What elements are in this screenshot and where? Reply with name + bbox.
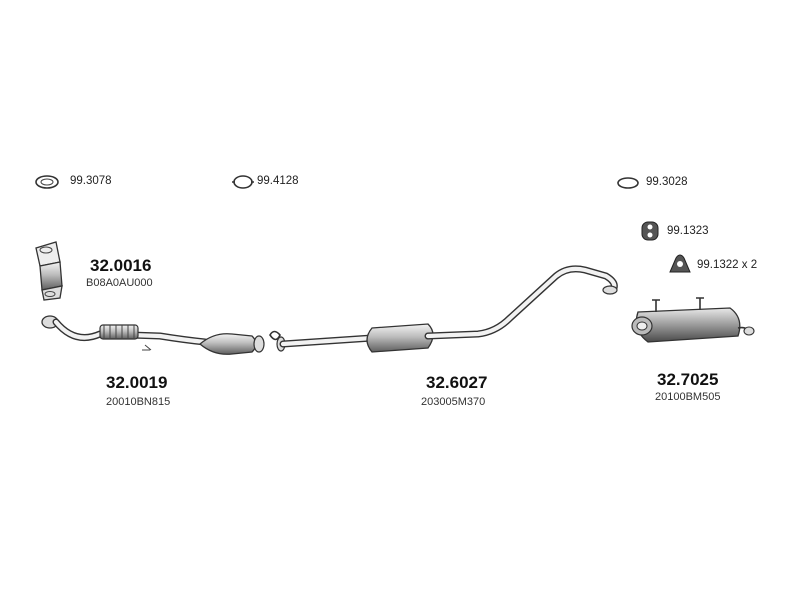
- gasket-99-4128-icon: [232, 175, 254, 189]
- gasket-99-3028-icon: [617, 177, 639, 189]
- middle-silencer-oem-number: 203005M370: [421, 396, 486, 408]
- front-catalyst-drawing: [35, 241, 63, 301]
- gasket-99-3028-label: 99.3028: [646, 176, 688, 188]
- rear-silencer-part-number: 32.7025: [657, 370, 719, 389]
- front-catalyst-part-number: 32.0016: [90, 256, 152, 275]
- gasket-99-4128-label: 99.4128: [257, 175, 299, 187]
- front-pipe-oem-number: 20010BN815: [106, 396, 171, 408]
- rear-silencer-oem-number: 20100BM505: [655, 391, 721, 403]
- hanger-99-1323-icon: [641, 221, 659, 241]
- rear-silencer-drawing: [631, 297, 755, 343]
- gasket-99-3078-icon: [35, 175, 59, 189]
- middle-silencer-part-number: 32.6027: [426, 373, 488, 392]
- front-catalyst-oem-number: B08A0AU000: [86, 277, 153, 289]
- front-pipe-drawing: [41, 315, 265, 355]
- middle-silencer-drawing: [269, 265, 618, 353]
- gasket-99-3078-label: 99.3078: [70, 175, 112, 187]
- hanger-99-1323-label: 99.1323: [667, 225, 709, 237]
- front-pipe-part-number: 32.0019: [106, 373, 168, 392]
- hanger-99-1322-icon: [669, 254, 691, 273]
- hanger-99-1322-label: 99.1322 x 2: [697, 259, 758, 271]
